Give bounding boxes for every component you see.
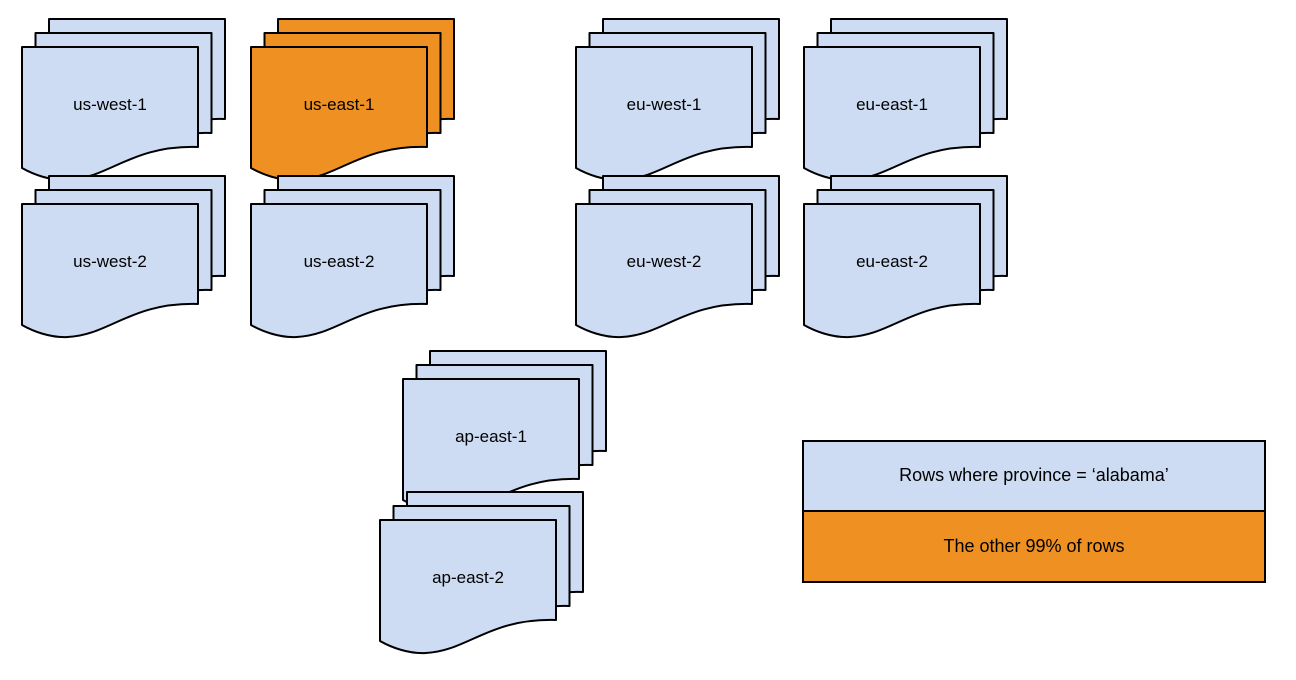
legend-label-minority: Rows where province = ‘alabama’ — [899, 465, 1169, 486]
document-front-sheet — [575, 46, 753, 182]
document-stack-shape — [250, 175, 455, 339]
document-stack-eu-east-2[interactable]: eu-east-2 — [802, 174, 1011, 341]
document-front-sheet — [250, 203, 428, 339]
document-stack-shape — [575, 175, 780, 339]
document-stack-shape — [803, 18, 1008, 182]
document-front-sheet — [575, 203, 753, 339]
document-front-sheet — [250, 46, 428, 182]
legend-row-minority: Rows where province = ‘alabama’ — [804, 442, 1264, 512]
document-stack-shape — [250, 18, 455, 182]
document-front-sheet — [21, 46, 199, 182]
document-stack-eu-west-2[interactable]: eu-west-2 — [574, 174, 783, 341]
document-stack-us-west-1[interactable]: us-west-1 — [20, 17, 229, 184]
legend-row-majority: The other 99% of rows — [804, 511, 1264, 581]
document-stack-eu-east-1[interactable]: eu-east-1 — [802, 17, 1011, 184]
document-stack-us-west-2[interactable]: us-west-2 — [20, 174, 229, 341]
document-front-sheet — [803, 46, 981, 182]
document-stack-us-east-1[interactable]: us-east-1 — [249, 17, 458, 184]
document-stack-shape — [21, 18, 226, 182]
document-stack-shape — [379, 491, 584, 655]
document-stack-us-east-2[interactable]: us-east-2 — [249, 174, 458, 341]
document-stack-shape — [575, 18, 780, 182]
document-stack-ap-east-1[interactable]: ap-east-1 — [401, 349, 610, 516]
document-front-sheet — [379, 519, 557, 655]
document-front-sheet — [803, 203, 981, 339]
legend-box: Rows where province = ‘alabama’ The othe… — [802, 440, 1266, 583]
document-stack-shape — [402, 350, 607, 514]
document-stack-ap-east-2[interactable]: ap-east-2 — [378, 490, 587, 657]
document-stack-shape — [21, 175, 226, 339]
document-front-sheet — [21, 203, 199, 339]
document-stack-eu-west-1[interactable]: eu-west-1 — [574, 17, 783, 184]
document-stack-shape — [803, 175, 1008, 339]
legend-label-majority: The other 99% of rows — [943, 535, 1125, 556]
